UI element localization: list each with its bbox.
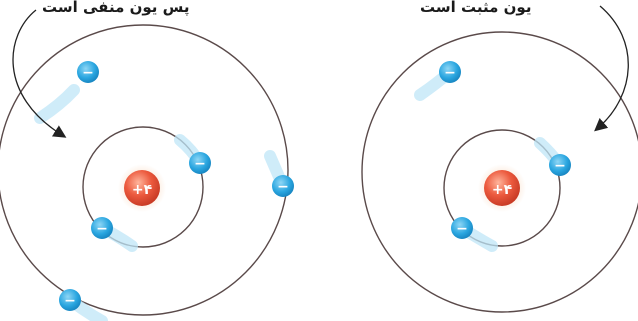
electron: − bbox=[451, 217, 473, 239]
electron: − bbox=[91, 217, 113, 239]
electron: − bbox=[59, 289, 81, 311]
electron-sign: − bbox=[277, 179, 289, 195]
electron-sign: − bbox=[456, 221, 468, 237]
electron-sign: − bbox=[194, 156, 206, 172]
electron: − bbox=[189, 152, 211, 174]
electron: − bbox=[77, 61, 99, 83]
arrow-icon bbox=[13, 10, 62, 135]
arrow-icon bbox=[598, 6, 628, 128]
electron: − bbox=[549, 154, 571, 176]
electron: − bbox=[272, 175, 294, 197]
nucleus-charge-label: +۴ bbox=[132, 182, 153, 198]
electron-sign: − bbox=[554, 158, 566, 174]
atom-left: +۴ − − − − bbox=[0, 10, 294, 321]
electron-sign: − bbox=[64, 293, 76, 309]
electron-sign: − bbox=[444, 65, 456, 81]
electron: − bbox=[439, 61, 461, 83]
electron-sign: − bbox=[82, 65, 94, 81]
atom-right: +۴ − − − bbox=[362, 6, 638, 312]
electron-sign: − bbox=[96, 221, 108, 237]
nucleus-charge-label: +۴ bbox=[492, 182, 513, 198]
